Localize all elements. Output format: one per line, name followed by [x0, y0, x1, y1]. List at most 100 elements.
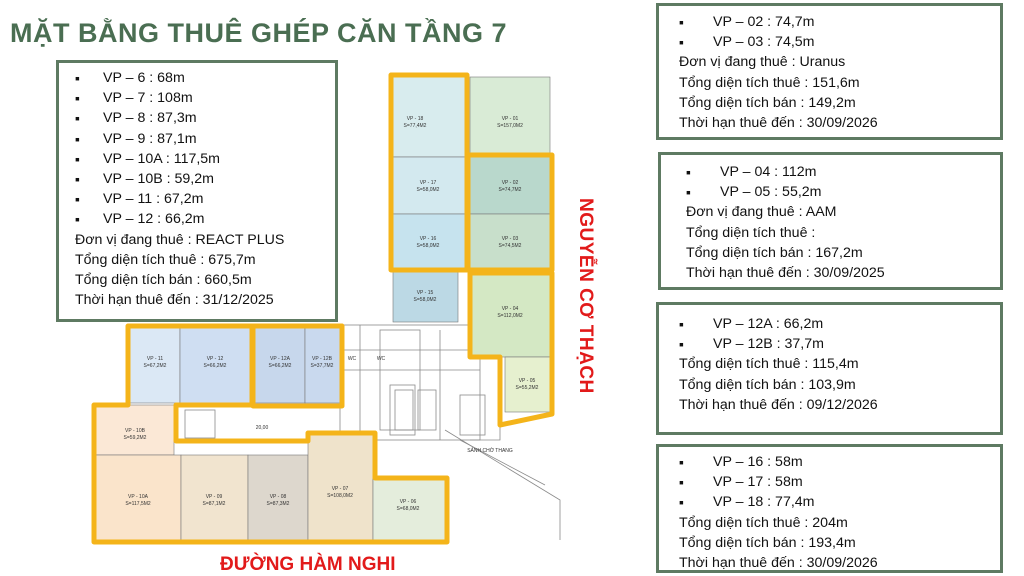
- info-box-react-plus: VP – 6 : 68m VP – 7 : 108m VP – 8 : 87,3…: [56, 60, 338, 322]
- room-label: VP - 16: [420, 236, 437, 242]
- highlight-react: [91, 323, 450, 545]
- room-label: VP - 11: [147, 356, 163, 362]
- room-vp08: [247, 454, 309, 541]
- room-area: S=157,0M2: [497, 123, 523, 129]
- dimension-label: 20,00: [256, 425, 269, 431]
- room-vp10a: [95, 454, 182, 541]
- room-vp18: [392, 76, 466, 158]
- unit-item: VP – 02 : 74,7m: [679, 12, 1000, 32]
- lobby-label: SẢNH CHỜ THANG: [467, 447, 513, 454]
- unit-item: VP – 05 : 55,2m: [686, 182, 1000, 202]
- room-area: S=58,0M2: [414, 297, 437, 303]
- rent-area-text: Tổng diện tích thuê :: [686, 224, 816, 241]
- room-area: S=74,5M2: [499, 243, 522, 249]
- street-label-right: NGUYỄN CƠ THẠCH: [575, 198, 596, 394]
- room-vp12: [179, 327, 251, 404]
- deadline-text: Thời hạn thuê đến : 30/09/2026: [679, 115, 878, 132]
- info-box-uranus: VP – 02 : 74,7m VP – 03 : 74,5m Đơn vị đ…: [656, 3, 1003, 140]
- room-label: VP - 15: [417, 290, 434, 296]
- sell-area-text: Tổng diện tích bán : 103,9m: [679, 376, 856, 393]
- room-vp15: [392, 271, 459, 323]
- tenant-text: Đơn vị đang thuê : AAM: [686, 204, 837, 221]
- room-area: S=68,0M2: [397, 506, 420, 512]
- unit-item: VP – 8 : 87,3m: [75, 108, 335, 128]
- room-label: VP - 09: [206, 494, 223, 500]
- room-vp09: [180, 454, 249, 541]
- highlight-vp02-03: [465, 152, 555, 273]
- room-area: S=117,5M2: [125, 501, 151, 507]
- sell-area-text: Tổng diện tích bán : 660,5m: [75, 272, 252, 289]
- room-label: VP - 18: [407, 116, 424, 122]
- room-label: VP - 06: [400, 499, 417, 505]
- room-area: S=55,2M2: [516, 385, 539, 391]
- room-vp12a: [254, 327, 306, 404]
- room-label: VP - 10A: [128, 494, 149, 500]
- room-area: S=37,7M2: [311, 363, 334, 369]
- room-area: S=66,2M2: [269, 363, 292, 369]
- sell-area-text: Tổng diện tích bán : 167,2m: [686, 244, 863, 261]
- sell-area-text: Tổng diện tích bán : 149,2m: [679, 94, 856, 111]
- unit-item: VP – 7 : 108m: [75, 88, 335, 108]
- room-vp11: [129, 327, 181, 404]
- unit-item: VP – 10A : 117,5m: [75, 149, 335, 169]
- room-area: S=87,1M2: [203, 501, 226, 507]
- room-label: VP - 02: [502, 180, 519, 186]
- room-vp10b: [95, 404, 175, 456]
- room-area: S=59,2M2: [124, 435, 147, 441]
- room-label: VP - 07: [332, 486, 349, 492]
- unit-item: VP – 12B : 37,7m: [679, 334, 1000, 354]
- room-area: S=77,4M2: [404, 123, 427, 129]
- tenant-text: Đơn vị đang thuê : REACT PLUS: [75, 231, 285, 248]
- sell-area-text: Tổng diện tích bán : 193,4m: [679, 534, 856, 551]
- info-box-vp12ab: VP – 12A : 66,2m VP – 12B : 37,7m Tổng d…: [656, 302, 1003, 435]
- room-area: S=58,0M2: [417, 243, 440, 249]
- room-vp03: [469, 213, 551, 270]
- highlight-vp04-05: [467, 270, 555, 428]
- rent-area-text: Tổng diện tích thuê : 675,7m: [75, 251, 256, 268]
- room-vp12b: [304, 327, 341, 404]
- room-label: VP - 12: [207, 356, 224, 362]
- room-label: VP - 17: [420, 180, 437, 186]
- unit-item: VP – 16 : 58m: [679, 452, 1000, 472]
- unit-item: VP – 04 : 112m: [686, 162, 1000, 182]
- unit-item: VP – 11 : 67,2m: [75, 189, 335, 209]
- room-label: VP - 05: [519, 378, 536, 384]
- unit-item: VP – 9 : 87,1m: [75, 129, 335, 149]
- room-area: S=66,2M2: [204, 363, 227, 369]
- unit-item: VP – 17 : 58m: [679, 472, 1000, 492]
- deadline-text: Thời hạn thuê đến : 30/09/2025: [686, 265, 885, 282]
- room-vp06: [372, 477, 446, 541]
- unit-item: VP – 12A : 66,2m: [679, 314, 1000, 334]
- room-area: S=87,3M2: [267, 501, 290, 507]
- info-box-aam: VP – 04 : 112m VP – 05 : 55,2m Đơn vị đa…: [658, 152, 1003, 290]
- rent-area-text: Tổng diện tích thuê : 204m: [679, 514, 848, 531]
- room-label: VP - 08: [270, 494, 287, 500]
- room-area: S=112,0M2: [497, 313, 523, 319]
- room-area: S=108,0M2: [327, 493, 353, 499]
- street-label-bottom: ĐƯỜNG HÀM NGHI: [220, 554, 396, 575]
- page-title: MẶT BẰNG THUÊ GHÉP CĂN TẦNG 7: [10, 18, 508, 48]
- room-label: VP - 12A: [270, 356, 291, 362]
- rent-area-text: Tổng diện tích thuê : 151,6m: [679, 74, 860, 91]
- room-area: S=74,7M2: [499, 187, 522, 193]
- deadline-text: Thời hạn thuê đến : 09/12/2026: [679, 396, 878, 413]
- rent-area-text: Tổng diện tích thuê : 115,4m: [679, 356, 859, 373]
- deadline-text: Thời hạn thuê đến : 30/09/2026: [679, 555, 878, 572]
- unit-item: VP – 03 : 74,5m: [679, 32, 1000, 52]
- room-vp05: [504, 356, 551, 413]
- wc-label: WC: [348, 356, 357, 362]
- unit-item: VP – 6 : 68m: [75, 68, 335, 88]
- unit-item: VP – 18 : 77,4m: [679, 492, 1000, 512]
- deadline-text: Thời hạn thuê đến : 31/12/2025: [75, 292, 274, 309]
- room-label: VP - 10B: [125, 428, 146, 434]
- room-vp17: [392, 156, 466, 215]
- room-label: VP - 03: [502, 236, 519, 242]
- room-area: S=67,2M2: [144, 363, 167, 369]
- room-label: VP - 12B: [312, 356, 333, 362]
- room-area: S=58,0M2: [417, 187, 440, 193]
- room-vp04: [471, 274, 551, 358]
- tenant-text: Đơn vị đang thuê : Uranus: [679, 54, 846, 71]
- room-vp07: [307, 434, 374, 541]
- room-label: VP - 01: [502, 116, 519, 122]
